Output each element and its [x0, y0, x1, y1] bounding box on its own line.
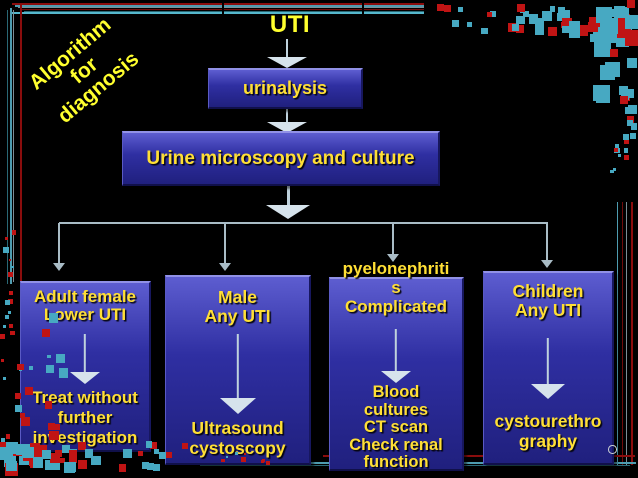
- frame-line: [20, 3, 23, 283]
- down-arrow-icon: [52, 263, 65, 271]
- down-arrow-icon: [394, 329, 398, 371]
- slide-title: UTI: [269, 11, 311, 38]
- branch-connector-drop: [58, 223, 60, 264]
- branch-condition: Male Any UTI: [204, 287, 271, 327]
- branch-connector-drop: [392, 223, 394, 255]
- corner-label-text: Algorithm for diagnosis: [25, 13, 144, 128]
- frame-tick: [362, 2, 364, 14]
- branch-box-male: Male Any UTI Ultrasound cystoscopy: [165, 275, 311, 465]
- flow-box-urine-microscopy: Urine microscopy and culture: [122, 131, 440, 186]
- down-arrow-icon: [381, 371, 411, 383]
- frame-line: [18, 7, 424, 9]
- branch-condition: pyelonephriti s Complicated: [342, 259, 450, 316]
- flow-box-label: Urine microscopy and culture: [146, 147, 415, 169]
- branch-condition: Children Any UTI: [512, 281, 584, 321]
- frame-line: [15, 5, 424, 7]
- flow-box-label: urinalysis: [242, 78, 328, 98]
- down-arrow-icon: [70, 372, 100, 384]
- down-arrow-icon: [531, 384, 565, 399]
- down-arrow-icon: [540, 260, 553, 268]
- branch-action: cystourethro graphy: [494, 411, 602, 451]
- frame-line: [9, 8, 12, 284]
- frame-line: [616, 202, 619, 465]
- down-arrow-icon: [266, 205, 310, 219]
- down-arrow-icon: [267, 122, 307, 133]
- branch-action: Ultrasound cystoscopy: [189, 418, 286, 458]
- frame-line: [24, 10, 424, 12]
- flow-box-urinalysis: urinalysis: [208, 68, 363, 109]
- frame-line: [13, 10, 15, 282]
- frame-line: [631, 202, 633, 465]
- branch-connector-drop: [546, 223, 548, 261]
- down-arrow-icon: [236, 334, 239, 398]
- branch-connector-horizontal: [58, 222, 548, 224]
- frame-line: [12, 3, 424, 5]
- down-arrow-icon: [386, 254, 399, 262]
- down-arrow-icon: [285, 39, 289, 57]
- frame-line: [323, 454, 635, 457]
- branch-action: Treat without further investigation: [32, 388, 138, 447]
- down-arrow-icon: [267, 57, 307, 68]
- branch-box-pyelonephritis: pyelonephriti s Complicated Blood cultur…: [329, 259, 464, 472]
- down-arrow-icon: [286, 182, 290, 205]
- down-arrow-icon: [218, 263, 231, 271]
- frame-line: [10, 12, 424, 14]
- branch-connector-drop: [224, 223, 226, 264]
- down-arrow-icon: [285, 105, 289, 122]
- branch-box-children: Children Any UTI cystourethro graphy: [483, 271, 614, 465]
- frame-line: [621, 202, 623, 465]
- frame-tick: [222, 2, 224, 14]
- branch-action: Blood cultures CT scan Check renal funct…: [349, 383, 443, 472]
- branch-condition: Adult female Lower UTI: [33, 287, 137, 325]
- corner-label: Algorithm for diagnosis: [6, 10, 164, 132]
- down-arrow-icon: [83, 334, 87, 372]
- down-arrow-icon: [546, 338, 550, 384]
- slide-number-marker: [608, 445, 617, 454]
- frame-line: [6, 10, 8, 284]
- frame-line: [626, 202, 628, 465]
- down-arrow-icon: [219, 398, 256, 414]
- branch-box-adult-female: Adult female Lower UTI Treat without fur…: [20, 281, 151, 452]
